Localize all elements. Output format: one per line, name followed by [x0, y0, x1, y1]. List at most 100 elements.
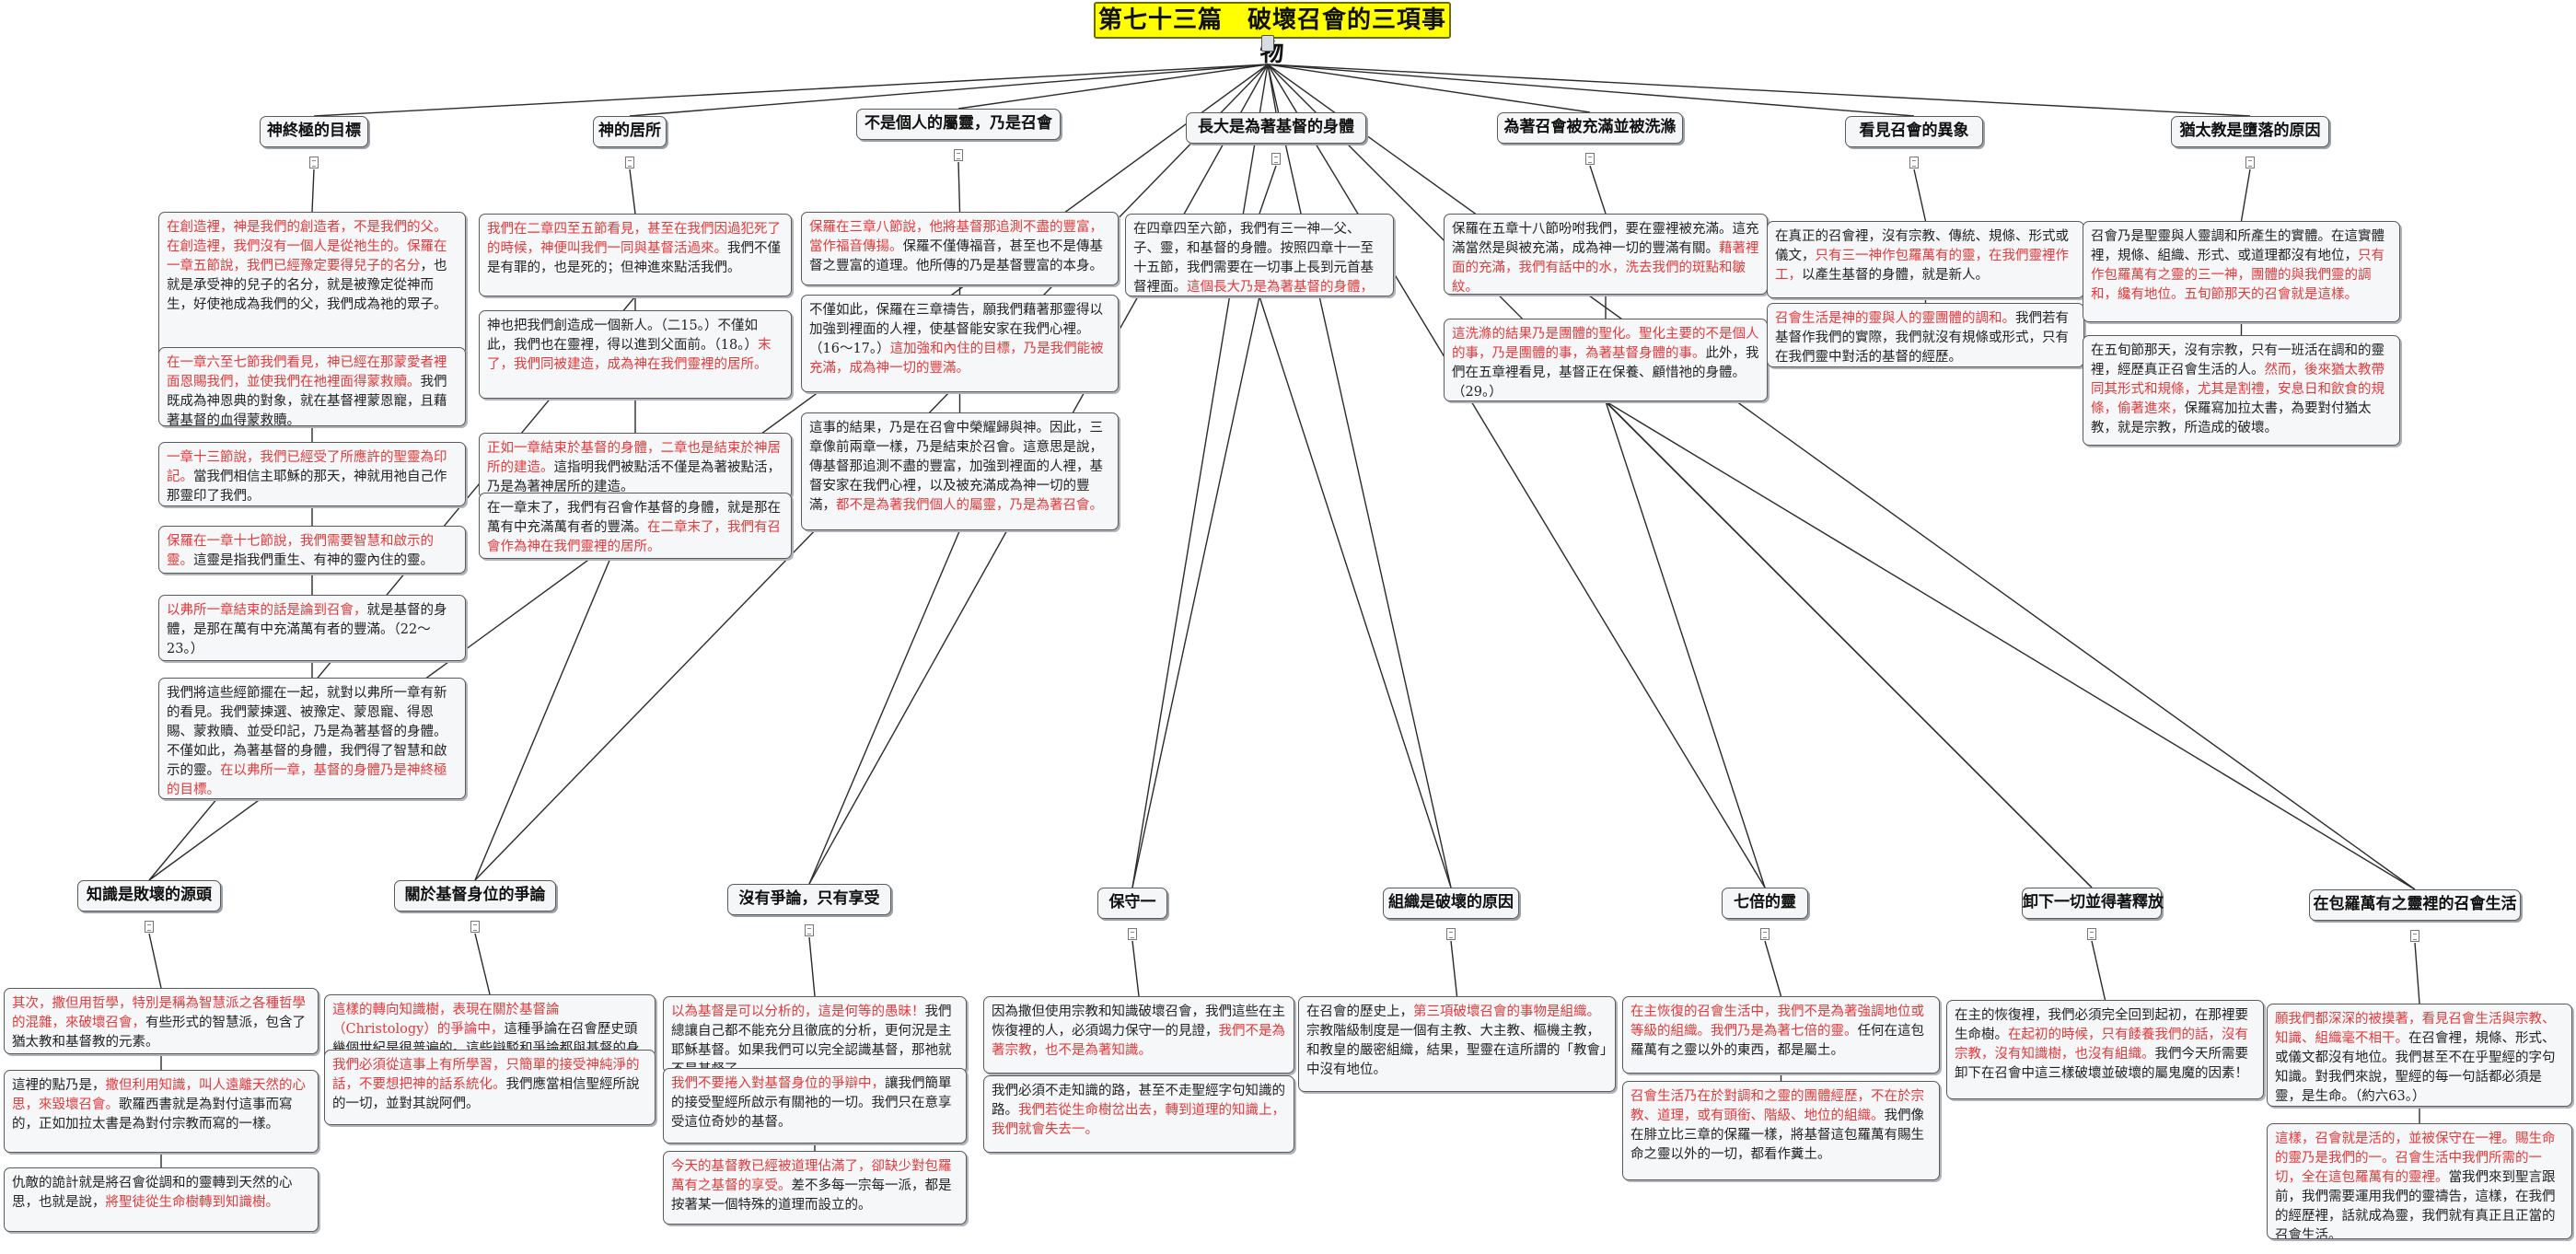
note-text: 當我們來到聖言跟前，我們需要運用我們的靈禱告，這樣，在我們的經歷裡，話就成為靈，…	[2275, 1170, 2556, 1239]
note-box: 今天的基督教已經被道理佔滿了，卻缺少對包羅萬有之基督的享受。差不多每一宗每一派，…	[663, 1151, 967, 1225]
note-box: 不僅如此，保羅在三章禱告，願我們藉著那靈得以加強到裡面的人裡，使基督能安家在我們…	[801, 295, 1119, 392]
notes-icon	[805, 924, 814, 936]
note-connector	[474, 933, 491, 995]
highlighted-text: 在二章末了，我們有召會作為神在我們靈裡的居所。	[487, 520, 781, 554]
topic-node[interactable]: 猶太教是墮落的原因	[2171, 116, 2329, 147]
root-notes-icon	[1261, 35, 1274, 52]
topic-node[interactable]: 在包羅萬有之靈裡的召會生活	[2309, 889, 2521, 921]
note-box: 一章十三節說，我們已經受了所應許的聖靈為印記。當我們相信主耶穌的那天，神就用祂自…	[158, 442, 466, 506]
note-text: 在召會裡，規條、形式、或儀文都沒有地位。我們甚至不在乎聖經的字句知識。對我們來說…	[2275, 1031, 2556, 1104]
highlighted-text: 這樣的轉向知識樹，表現在關於基督論（Christology）的爭論中，	[332, 1003, 560, 1037]
note-text: 讓我們簡單的接受聖經所啟示有關祂的一切。我們只在意享受這位奇妙的基督。	[671, 1076, 952, 1130]
branch-line	[1267, 64, 1915, 117]
notes-icon	[145, 921, 154, 933]
note-text: 我們總讓自己都不能充分且徹底的分析，更何況是主耶穌基督。如果我們可以完全認識基督…	[671, 1004, 952, 1073]
note-text: 我們必須不走知識的路，甚至不走聖經字句知識的路。	[992, 1084, 1285, 1118]
notes-icon	[309, 157, 319, 168]
branch-line	[1267, 64, 2093, 888]
highlighted-text: 在一章六至七節我們看見，神已經在那蒙愛者裡面恩賜我們，並使我們在祂裡面得蒙救贖。	[167, 355, 447, 389]
highlighted-text: 末了，我們同被建造，成為神在我們靈裡的居所。	[487, 338, 772, 372]
note-text: 在真正的召會裡，沒有宗教、傳統、規條、形式或儀文，	[1775, 229, 2069, 263]
topic-node[interactable]: 神終極的目標	[260, 116, 368, 147]
note-connector	[1913, 168, 1927, 222]
cross-branch-line	[808, 529, 961, 885]
cross-branch-line	[1605, 401, 2416, 890]
note-box: 我們必須從這事上有所學習，只簡單的接受神純淨的話，不要想把神的話系統化。我們應當…	[324, 1050, 656, 1125]
note-connector	[2091, 940, 2106, 1001]
note-text: 這事的結果，乃是在召會中榮耀歸與神。因此，三章像前兩章一樣，乃是結束於召會。這意…	[809, 421, 1103, 513]
note-text: 因為撒但使用宗教和知識破壞召會，我們這些在主恢復裡的人，必須竭力保守一的見證，	[992, 1004, 1285, 1039]
notes-icon	[2410, 930, 2419, 942]
note-text: 我們今天所需要卸下在召會中這三樣破壞並破壞的屬鬼魔的因素！	[1955, 1047, 2248, 1081]
note-text: 我們像在腓立比三章的保羅一樣，將基督這包羅萬有賜生命之靈以外的一切，都看作糞土。	[1630, 1109, 1924, 1162]
highlighted-text: 藉著裡面的充滿，我們有話中的水，洗去我們的斑點和皺紋。	[1452, 241, 1759, 295]
note-text: 這指明我們被點活不僅是為著被點活，乃是為著神居所的建造。	[487, 460, 781, 494]
cross-branch-line	[1131, 296, 1260, 888]
note-text: 任何在這包羅萬有之靈以外的東西，都是屬土。	[1630, 1024, 1924, 1058]
note-box: 在主的恢復裡，我們必須完全回到起初，在那裡要生命樹。在起初的時候，只有餧養我們的…	[1946, 1000, 2264, 1099]
topic-node[interactable]: 看見召會的異象	[1845, 116, 1983, 147]
note-text: 在一章末了，我們有召會作基督的身體，就是那在萬有中充滿萬有者的豐滿。	[487, 501, 781, 535]
topic-node[interactable]: 長大是為著基督的身體	[1186, 112, 1366, 144]
topic-node[interactable]: 不是個人的屬靈，乃是召會	[856, 109, 1061, 140]
topic-node[interactable]: 為著召會被充滿並被洗滌	[1497, 112, 1683, 144]
note-box: 在真正的召會裡，沒有宗教、傳統、規條、形式或儀文，只有三一神作包羅萬有的靈，在我…	[1767, 221, 2084, 298]
note-text: 此外，我們在五章裡看見，基督正在保養、顧惜祂的身體。（29。）	[1452, 346, 1759, 400]
highlighted-text: 在主恢復的召會生活中，我們不是為著強調地位或等級的組織。我們乃是為著七倍的靈。	[1630, 1004, 1924, 1039]
highlighted-text: 這洗滌的結果乃是團體的聖化。聖化主要的不是個人的事，乃是團體的事，為著基督身體的…	[1452, 327, 1759, 361]
note-text: 有些形式的智慧派，包含了猶太教和基督教的元素。	[12, 1016, 306, 1050]
note-text: 我們不僅是有罪的，也是死的；但神進來點活我們。	[487, 241, 781, 275]
note-box: 正如一章結束於基督的身體，二章也是結束於神居所的建造。這指明我們被點活不僅是為著…	[479, 433, 792, 499]
cross-branch-line	[1605, 401, 1766, 888]
note-text: 召會乃是聖靈與人靈調和所產生的實體。在這實體裡，規條、組織、形式、或道理都沒有地…	[2091, 229, 2385, 263]
highlighted-text: 正如一章結束於基督的身體，二章也是結束於神居所的建造。	[487, 441, 781, 475]
highlighted-text: 這個長大乃是為著基督的身體，就是為著召會。	[1187, 280, 1374, 295]
note-box: 在主恢復的召會生活中，我們不是為著強調地位或等級的組織。我們乃是為著七倍的靈。任…	[1622, 996, 1940, 1074]
highlighted-text: 我們不是為著宗教，也不是為著知識。	[992, 1024, 1285, 1058]
highlighted-text: 第三項破壞召會的事物是組織。	[1413, 1004, 1600, 1019]
cross-branch-line	[1605, 401, 2093, 888]
branch-line	[1131, 64, 1269, 888]
notes-icon	[1585, 153, 1595, 165]
note-text: 保羅在五章十八節吩咐我們，要在靈裡被充滿。這充滿當然是與被充滿，成為神一切的豐滿…	[1452, 222, 1759, 256]
note-box: 願我們都深深的被摸著，看見召會生活與宗教、知識、組織毫不相干。在召會裡，規條、形…	[2267, 1004, 2572, 1107]
topic-node[interactable]: 神的居所	[593, 116, 667, 147]
topic-node[interactable]: 知識是敗壞的源頭	[77, 880, 221, 911]
highlighted-text: 在創造裡，神是我們的創造者，不是我們的父。在創造裡，我們沒有一個人是從祂生的。保…	[167, 220, 447, 273]
note-text: 在四章四至六節，我們有三一神—父、子、靈，和基督的身體。按照四章十一至十五節，我…	[1133, 222, 1374, 295]
note-box: 這洗滌的結果乃是團體的聖化。聖化主要的不是個人的事，乃是團體的事，為著基督身體的…	[1444, 319, 1768, 401]
branch-line	[957, 64, 1269, 110]
note-text: 差不多每一宗每一派，都是按著某一個特殊的道理而設立的。	[671, 1179, 952, 1213]
note-box: 保羅在三章八節說，他將基督那追測不盡的豐富，當作福音傳揚。保羅不僅傳福音，甚至也…	[801, 212, 1119, 285]
branch-line	[1267, 64, 2251, 117]
note-connector	[957, 161, 961, 213]
note-text: 我們既成為神恩典的對象，就在基督裡蒙恩寵，且藉著基督的血得蒙救贖。	[167, 375, 447, 426]
notes-icon	[1271, 153, 1281, 165]
note-connector	[1450, 940, 1458, 997]
note-box: 召會乃是聖靈與人靈調和所產生的實體。在這實體裡，規條、組織、形式、或道理都沒有地…	[2083, 221, 2400, 322]
note-box: 我們在二章四至五節看見，甚至在我們因過犯死了的時候，神便叫我們一同與基督活過來。…	[479, 214, 792, 296]
note-text: 仇敵的詭計就是將召會從調和的靈轉到天然的心思，也就是說，	[12, 1176, 293, 1210]
note-box: 這裡的點乃是，撒但利用知識，叫人遠離天然的心思，來毀壞召會。歌羅西書就是為對付這…	[4, 1070, 319, 1153]
note-box: 仇敵的詭計就是將召會從調和的靈轉到天然的心思，也就是說，將聖徒從生命樹轉到知識樹…	[4, 1167, 319, 1232]
topic-node[interactable]: 沒有爭論，只有享受	[727, 884, 891, 915]
highlighted-text: 我們若從生命樹岔出去，轉到道理的知識上，我們就會失去一。	[992, 1103, 1285, 1137]
topic-node[interactable]: 保守一	[1097, 888, 1167, 919]
topic-node[interactable]: 組織是破壞的原因	[1383, 888, 1519, 919]
note-box: 在四章四至六節，我們有三一神—父、子、靈，和基督的身體。按照四章十一至十五節，我…	[1125, 214, 1394, 296]
highlighted-text: 只有作包羅萬有之靈的三一神，團體的與我們靈的調和，纔有地位。五旬節那天的召會就是…	[2091, 249, 2385, 302]
branch-line	[1267, 64, 1277, 113]
branch-line	[1267, 64, 1766, 888]
note-text: 就是基督的身體，是那在萬有中充滿萬有者的豐滿。（22～23。）	[167, 603, 447, 656]
notes-icon	[1760, 928, 1770, 940]
notes-icon	[954, 149, 963, 161]
topic-node[interactable]: 七倍的靈	[1722, 888, 1808, 919]
note-text: 這裡的點乃是，	[12, 1078, 106, 1093]
highlighted-text: 將聖徒從生命樹轉到知識樹。	[105, 1195, 280, 1210]
topic-node[interactable]: 卸下一切並得著釋放	[2022, 888, 2164, 919]
note-text: 當我們相信主耶穌的那天，神就用祂自己作那靈印了我們。	[167, 470, 447, 504]
note-text: 我們若有基督作我們的實際，我們就沒有規條或形式，只有在我們靈中對活的基督的經歷。	[1775, 311, 2069, 365]
highlighted-text: 只有三一神作包羅萬有的靈，在我們靈裡作工，	[1775, 249, 2069, 283]
topic-node[interactable]: 關於基督身位的爭論	[394, 880, 556, 911]
highlighted-text: 在起初的時候，只有餧養我們的話，沒有宗教，沒有知識樹，也沒有組織。	[1955, 1028, 2248, 1062]
